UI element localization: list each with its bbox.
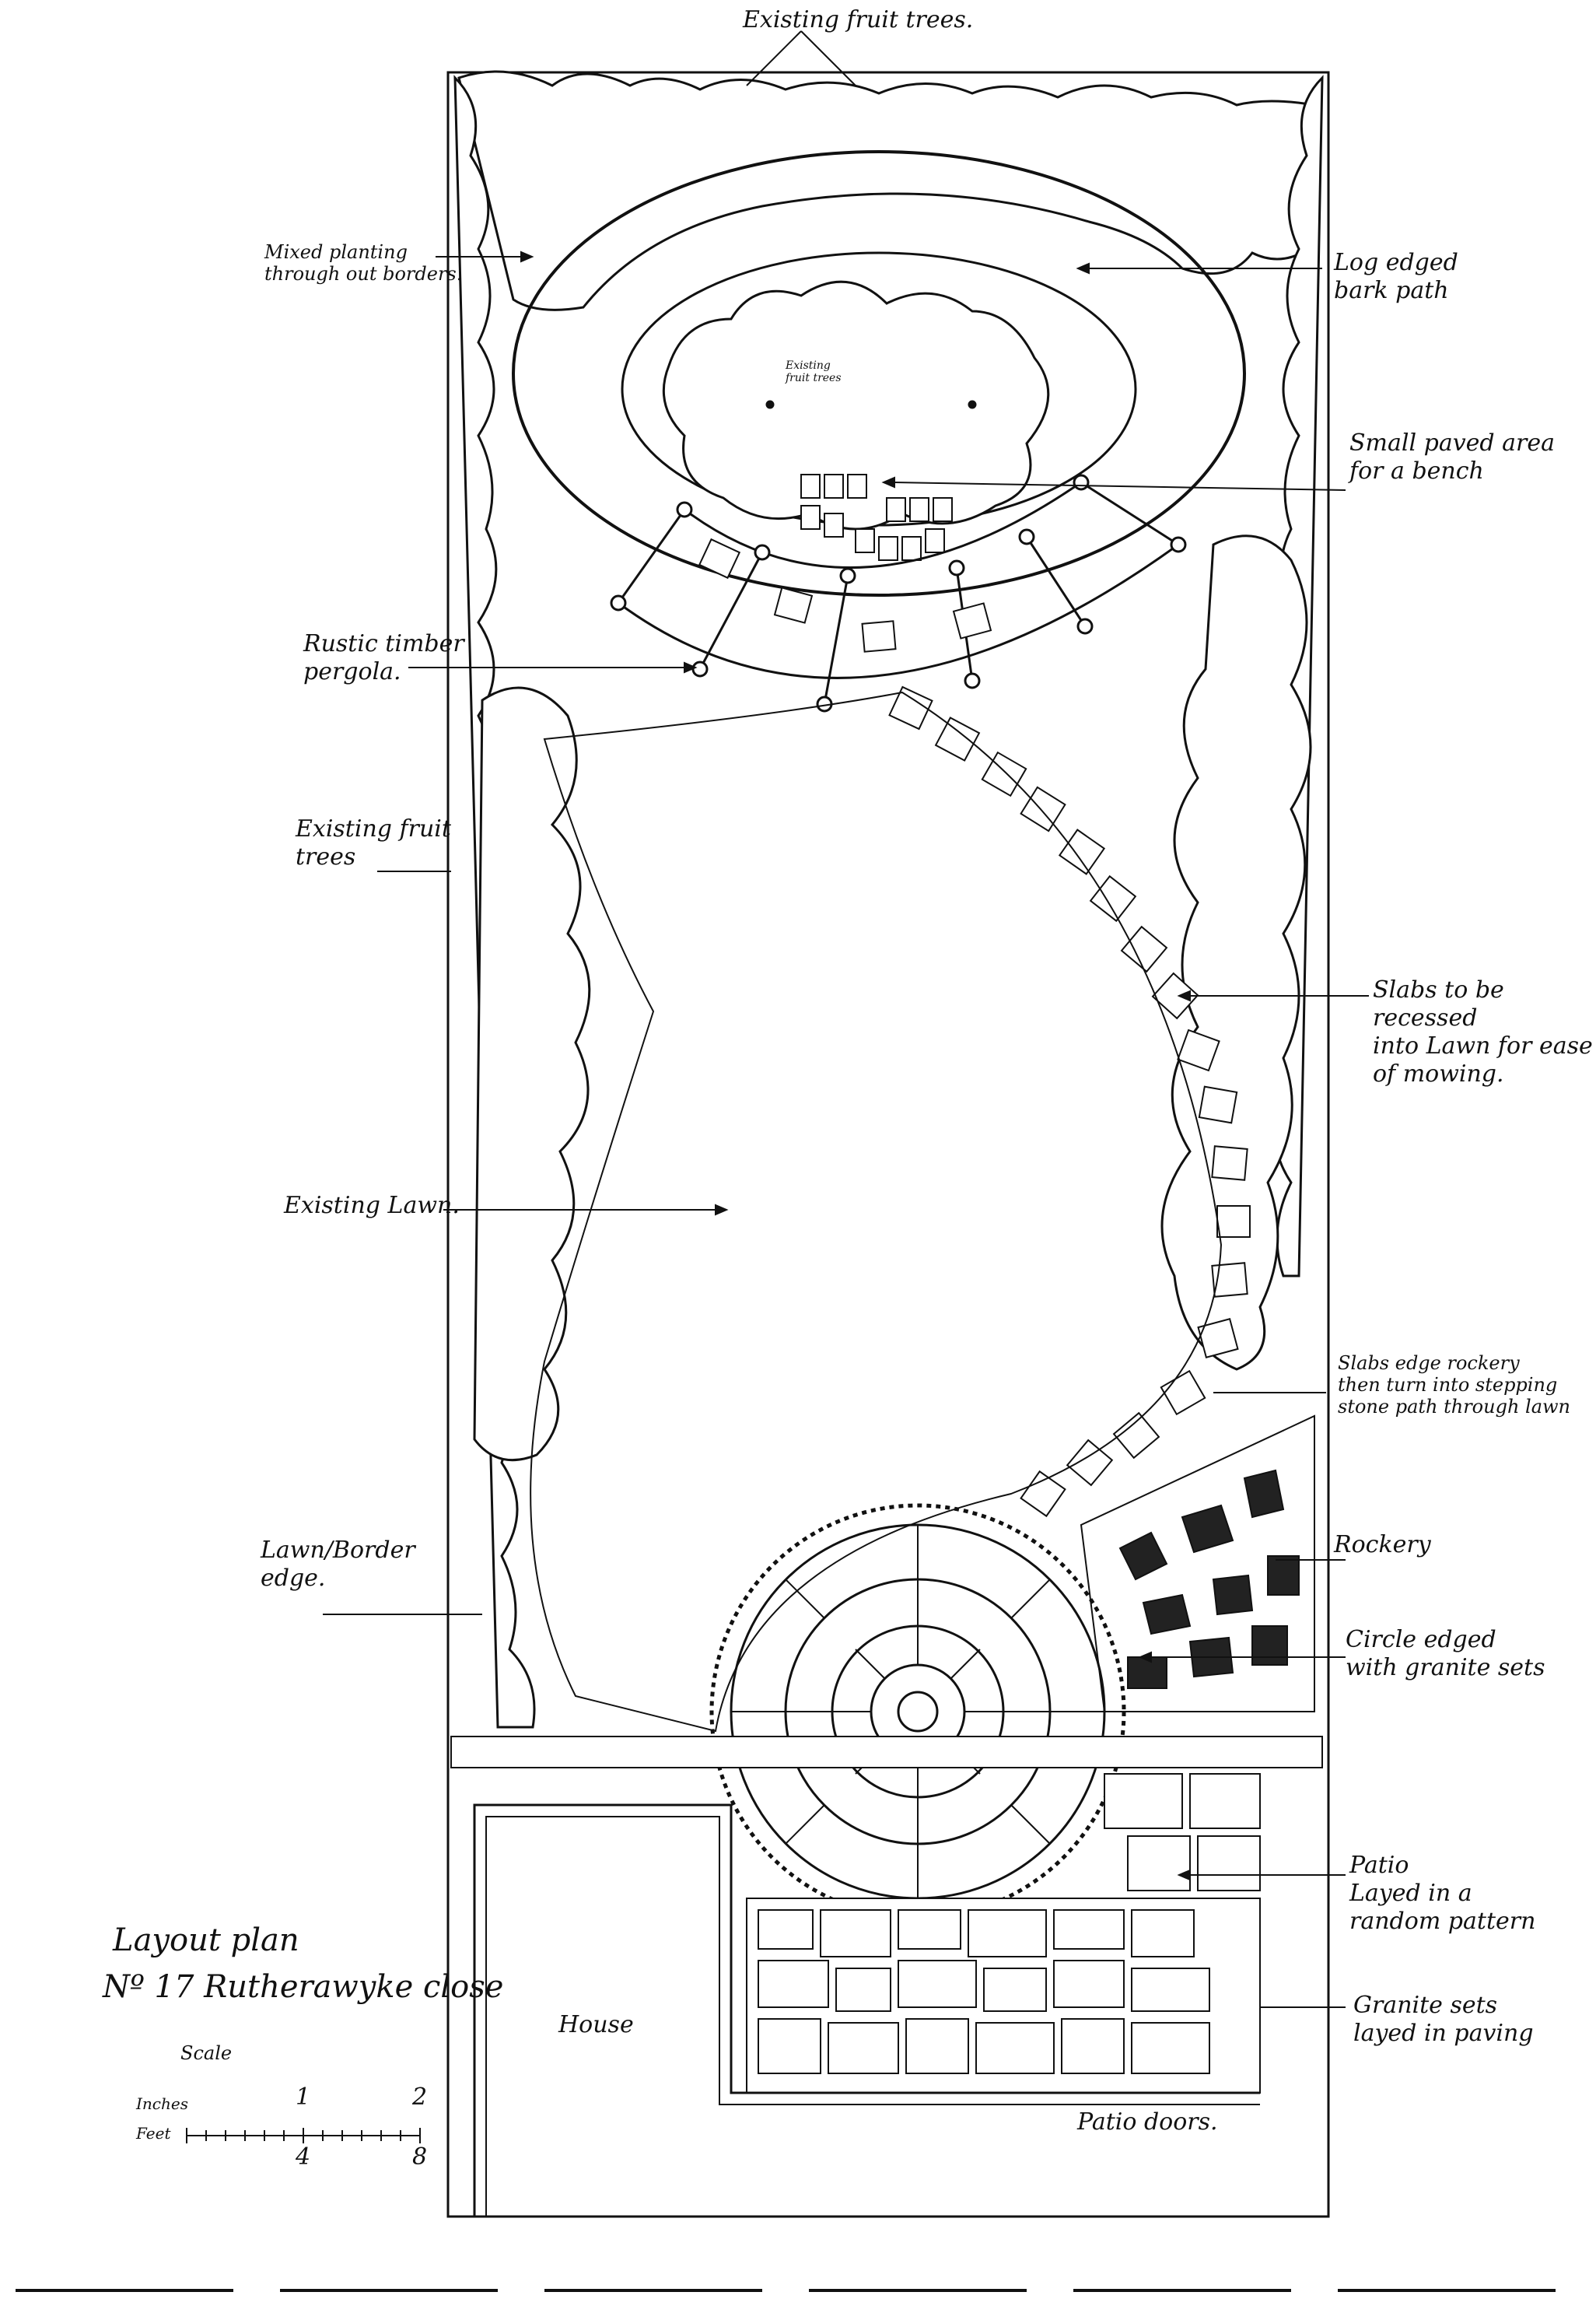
- pergola: [610, 474, 1187, 713]
- pergola-slabs: [698, 538, 992, 653]
- granite-circle: [709, 1503, 1126, 1920]
- label-circle-edged: Circle edged with granite sets: [1346, 1626, 1545, 1681]
- plot-boundary: [446, 71, 1330, 2218]
- label-existing-fruit-trees-top: Existing fruit trees.: [743, 6, 974, 33]
- bench-paving: [800, 474, 953, 561]
- border-planting: [453, 70, 1324, 1729]
- plan-title: Layout plan: [113, 1922, 299, 1958]
- label-house: House: [558, 2011, 634, 2038]
- label-log-edged-bark-path: Log edged bark path: [1334, 249, 1458, 304]
- label-rustic-timber-pergola: Rustic timber pergola.: [303, 630, 464, 685]
- stepping-stones: [888, 685, 1251, 1518]
- label-mixed-planting: Mixed planting through out borders.: [264, 241, 463, 285]
- label-patio-doors: Patio doors.: [1077, 2108, 1218, 2136]
- label-slabs-edge-rockery: Slabs edge rockery then turn into steppi…: [1338, 1352, 1571, 1418]
- central-fruit-trees: [662, 280, 1050, 531]
- label-lawn-border-edge: Lawn/Border edge.: [261, 1537, 415, 1592]
- lawn-edge: [530, 691, 1223, 1733]
- label-granite-sets: Granite sets layed in paving: [1353, 1992, 1534, 2047]
- label-rockery: Rockery: [1334, 1531, 1431, 1558]
- scale-feet-tick-8: 8: [412, 2143, 428, 2171]
- label-patio: Patio Layed in a random pattern: [1349, 1852, 1536, 1935]
- scale-feet-tick-4: 4: [296, 2143, 311, 2171]
- scale-label: Scale: [180, 2042, 233, 2064]
- label-slabs-recessed: Slabs to be recessed into Lawn for ease …: [1373, 976, 1593, 1088]
- plan-address: Nº 17 Rutherawyke close: [103, 1969, 504, 2005]
- scale-inch-tick-2: 2: [412, 2083, 428, 2111]
- house-outline: [473, 1803, 1260, 2217]
- scale-inches-label: Inches: [136, 2094, 188, 2113]
- leader-lines: [323, 30, 1369, 2008]
- label-existing-fruit-trees-centre: Existing fruit trees: [786, 359, 842, 384]
- rockery: [1080, 1414, 1315, 1712]
- label-existing-lawn: Existing Lawn.: [284, 1192, 460, 1219]
- label-small-paved-area: Small paved area for a bench: [1349, 429, 1556, 485]
- scale-feet-label: Feet: [136, 2124, 171, 2143]
- scale-inch-tick-1: 1: [296, 2083, 311, 2111]
- scale-bar: [186, 2128, 421, 2143]
- label-existing-fruit-trees-left: Existing fruit trees: [296, 815, 451, 871]
- patio-paving: [450, 1736, 1323, 2094]
